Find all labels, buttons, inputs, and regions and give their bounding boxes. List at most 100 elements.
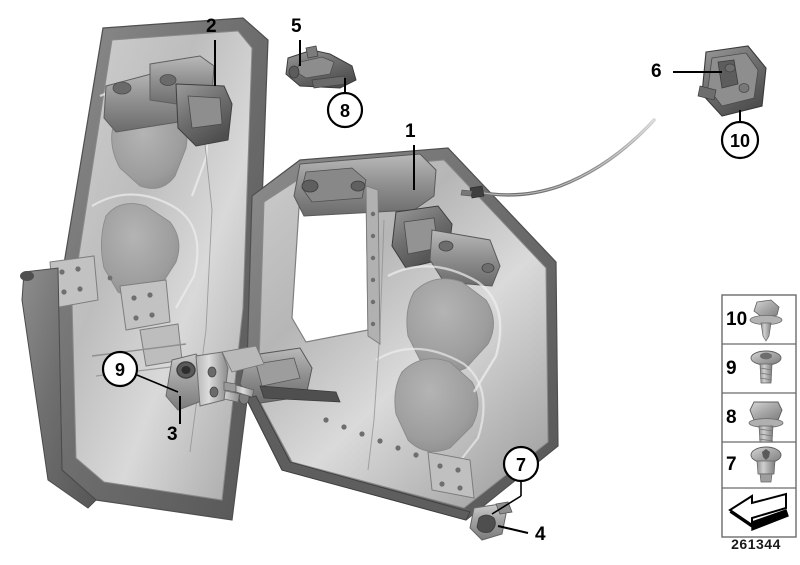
right-frame-rib-hole-b (481, 263, 495, 273)
screw7-shoulder (756, 460, 776, 475)
right-frame-shelf-tab (221, 345, 265, 373)
part-backrest-frame-left (20, 17, 269, 521)
left-panel-mount-hole-4 (77, 286, 83, 292)
catch-hook-eye (476, 514, 496, 533)
screw10-hex-head (753, 299, 780, 319)
callout-label-2: 2 (206, 16, 217, 37)
screw9-threads (759, 367, 773, 381)
left-panel-edge-cap (20, 271, 34, 281)
callout-label-1: 1 (405, 121, 416, 142)
left-panel-hole-a (112, 81, 132, 95)
left-panel-bottom-edge (21, 267, 97, 509)
latch-striker-bore (288, 65, 300, 79)
left-panel-mount-plate-b (119, 279, 171, 331)
left-panel-hole-c (107, 275, 113, 281)
callout-circle-7-label: 7 (516, 455, 526, 475)
lock-unit-boss (738, 83, 750, 93)
screw9-torx-recess (760, 352, 772, 360)
legend-label-8: 8 (726, 407, 737, 428)
right-frame-rib-hole-a (438, 240, 454, 252)
leader-7b (491, 495, 522, 515)
hinge-bracket-pin-head (223, 381, 237, 393)
right-frame-bottom-hole-3 (359, 431, 365, 437)
legend-label-10: 10 (726, 309, 747, 330)
screw8-threads (758, 428, 774, 442)
lock-unit-pin (724, 63, 736, 73)
screw10-shank (760, 322, 772, 342)
left-panel-mount-hole-8 (149, 312, 155, 318)
callout-circle-8-label: 8 (340, 101, 350, 121)
screw8-shank (758, 425, 774, 443)
left-panel-hole-b (159, 74, 177, 86)
callout-circle-10-label: 10 (730, 131, 750, 151)
part-backrest-frame-right (209, 147, 559, 521)
hinge-bracket-pin-shaft (235, 384, 255, 398)
right-frame-bottom-rail (245, 395, 471, 521)
leader-lines (136, 40, 741, 534)
right-frame-bracket-hole-1 (437, 463, 443, 469)
right-frame-emboss-a (387, 265, 502, 393)
right-frame-shelf-slot (259, 385, 341, 403)
legend-label-9: 9 (726, 358, 737, 379)
right-frame-bracket-hole-3 (439, 481, 445, 487)
right-frame-bottom-hole-5 (395, 445, 401, 451)
callout-label-4: 4 (535, 524, 546, 545)
callout-circle-7 (502, 445, 540, 483)
left-panel-mount-hole-2 (75, 266, 81, 272)
left-panel-mount-hole-3 (61, 289, 67, 295)
diagram-part-number: 261344 (731, 536, 781, 552)
hinge-bracket-hole-b (209, 386, 219, 398)
right-frame-bottom-hole-6 (413, 452, 419, 458)
callout-label-5: 5 (291, 16, 302, 37)
bowden-cable-highlight (477, 119, 655, 196)
screw7-tip (759, 473, 773, 483)
hinge-bracket-bore-inner (181, 366, 191, 374)
left-panel-mount-hole-7 (133, 315, 139, 321)
hex-head-self-tapping-screw-icon (749, 299, 783, 342)
left-panel-recess-lower (101, 203, 180, 298)
callout-label-6: 6 (651, 61, 662, 82)
part-catch-hook (469, 501, 513, 541)
legend-box: 10 9 8 7 (721, 294, 797, 538)
right-frame-shelf-face (255, 357, 301, 387)
right-frame-bracket-hole-4 (457, 485, 463, 491)
leader-9 (136, 374, 179, 393)
direction-arrow-shadow (729, 509, 789, 532)
left-panel-mount-hole-1 (59, 269, 65, 275)
screw8-hex-head (749, 401, 783, 421)
right-frame-flange-hole-2 (370, 233, 376, 239)
left-panel-emboss-b (91, 193, 199, 309)
leader-4 (497, 525, 529, 534)
callout-circle-9-label: 9 (115, 360, 125, 380)
callout-circle-8 (326, 91, 364, 129)
right-frame-flange-hole-5 (370, 299, 376, 305)
cable-end-tip (460, 189, 473, 197)
left-panel-bottom-rib (91, 343, 187, 357)
direction-arrow-icon (728, 492, 789, 532)
right-frame-bottom-hole-1 (323, 417, 329, 423)
right-frame-recess-lower (394, 358, 479, 453)
torx-pan-head-screw-icon (750, 350, 782, 384)
hex-bolt-washer-icon (748, 401, 784, 443)
right-frame-rail-hole (350, 180, 366, 192)
right-frame-flange-hole-6 (370, 321, 376, 327)
latch-striker-tab (305, 45, 319, 59)
right-frame-bracket-hole-2 (455, 467, 461, 473)
callout-circle-10 (720, 120, 760, 160)
right-frame-flange-hole-3 (370, 255, 376, 261)
right-frame-flange-hole-4 (370, 277, 376, 283)
callout-circle-9 (101, 350, 139, 388)
right-frame-flange (365, 185, 381, 345)
hinge-bracket-arm (195, 351, 229, 407)
screw7-torx-recess (762, 449, 770, 460)
lock-unit-cable-port (697, 85, 717, 101)
right-frame-pivot-bore (301, 179, 319, 193)
circled-callouts: 8 9 7 10 (101, 91, 760, 483)
legend-label-7: 7 (726, 454, 737, 475)
part-lock-unit-with-cable (460, 45, 767, 199)
left-panel-mount-hole-5 (131, 295, 137, 301)
right-frame-crease (367, 219, 385, 471)
callout-label-3: 3 (167, 424, 178, 445)
